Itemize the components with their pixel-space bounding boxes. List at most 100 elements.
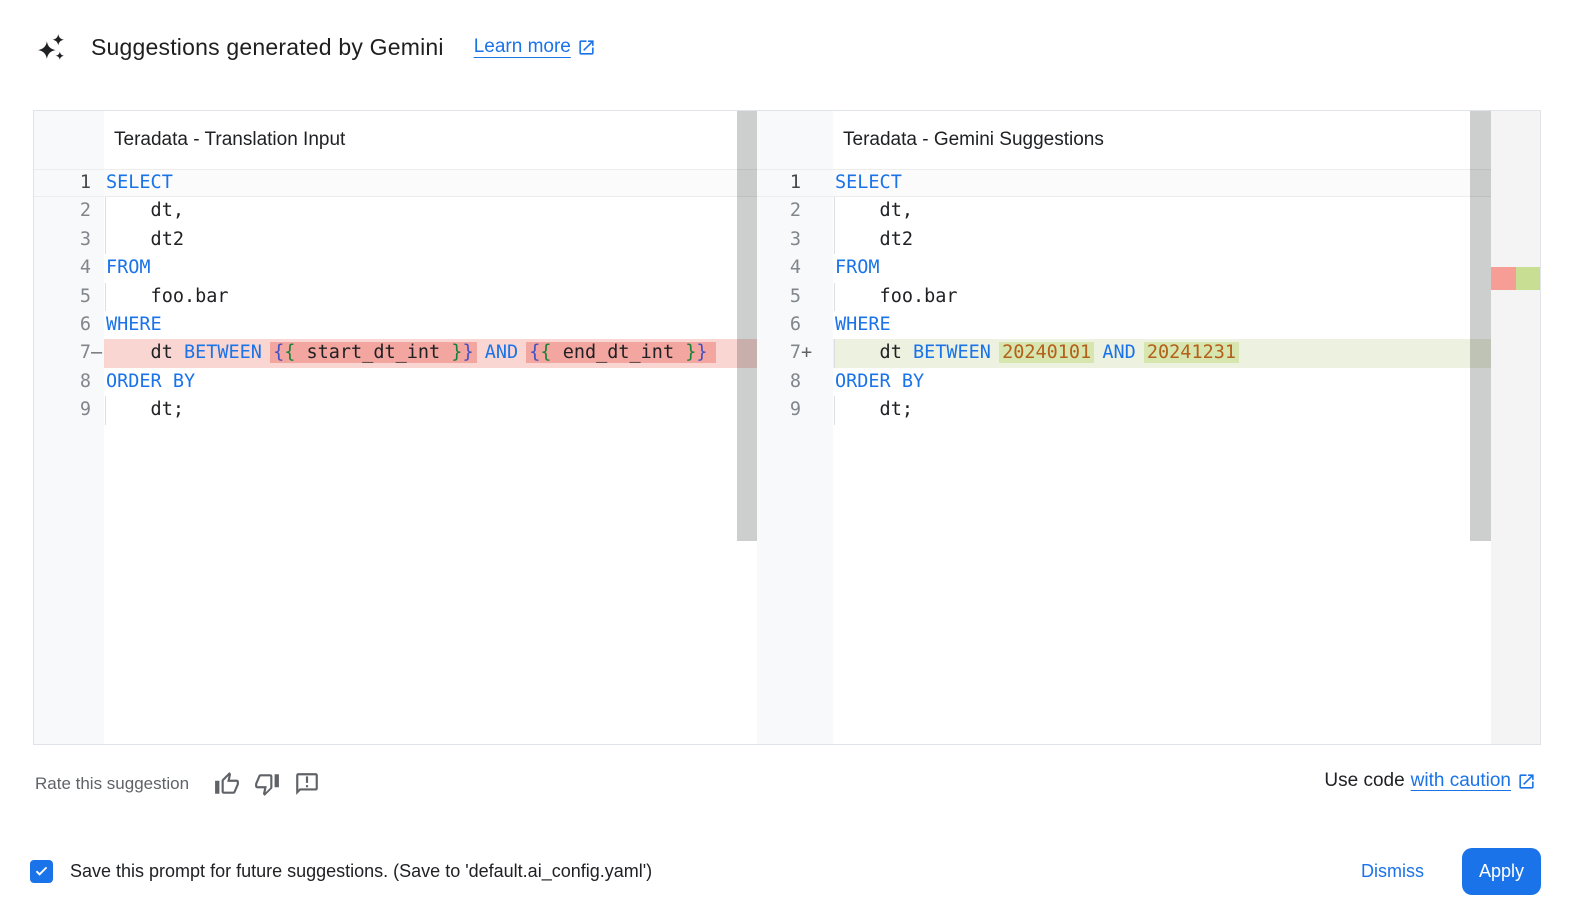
diff-sign — [801, 368, 814, 396]
code-token: } — [685, 342, 697, 364]
line-number: 4 — [789, 257, 801, 279]
apply-button[interactable]: Apply — [1462, 847, 1541, 895]
code-token: start_dt_int — [295, 342, 452, 364]
editor-empty-area — [34, 424, 757, 744]
diff-overview-ruler — [1491, 111, 1540, 744]
gutter: 8 — [757, 367, 833, 397]
diff-sign — [91, 197, 104, 225]
code-text: dt BETWEEN 20240101 AND 20241231 — [833, 339, 1540, 369]
code-token: WHERE — [106, 313, 162, 335]
diff-sign — [801, 283, 814, 311]
code-line: 9 dt; — [757, 396, 1540, 425]
diff-sign — [91, 311, 104, 339]
ruler-removed-marker — [1491, 267, 1516, 290]
line-number: 8 — [789, 370, 801, 392]
code-token: 20240101 — [1002, 342, 1092, 364]
line-number: 1 — [79, 172, 91, 193]
diff-sign — [801, 197, 814, 225]
code-token: dt2 — [835, 228, 913, 250]
diff-word-highlight: 20240101 — [999, 342, 1095, 364]
gutter: 9 — [34, 396, 104, 425]
code-token: ORDER BY — [106, 370, 196, 392]
code-line: 3 dt2 — [34, 225, 757, 255]
code-line: 7+ dt BETWEEN 20240101 AND 20241231 — [757, 339, 1540, 369]
gutter: 5 — [34, 282, 104, 311]
code-line: 4 FROM — [757, 254, 1540, 283]
save-prompt-checkbox[interactable] — [30, 859, 53, 883]
with-caution-link[interactable]: with caution — [1410, 770, 1511, 791]
code-token: FROM — [106, 257, 151, 279]
code-line: 3 dt2 — [757, 225, 1540, 255]
diff-sign — [801, 396, 814, 424]
gutter — [34, 424, 104, 744]
dismiss-button[interactable]: Dismiss — [1355, 860, 1430, 883]
line-number: 7 — [79, 342, 91, 364]
gutter: 7+ — [757, 339, 833, 368]
code-line: 9 dt; — [34, 396, 757, 425]
line-number: 8 — [79, 370, 91, 392]
code-token: BETWEEN — [183, 342, 262, 364]
gutter: 4 — [757, 254, 833, 283]
right-editor-scrollbar[interactable] — [1470, 111, 1491, 541]
learn-more-link[interactable]: Learn more — [474, 36, 596, 58]
line-number: 3 — [789, 228, 801, 250]
line-number: 7 — [789, 342, 801, 364]
line-number: 9 — [789, 399, 801, 421]
checkmark-icon — [35, 866, 48, 876]
gemini-sparkle-icon — [35, 32, 65, 62]
learn-more-label: Learn more — [473, 36, 571, 57]
code-token: { — [529, 342, 541, 364]
code-line: 5 foo.bar — [757, 282, 1540, 312]
left-editor-scrollbar[interactable] — [737, 111, 757, 541]
pane-header: Teradata - Translation Input — [34, 111, 757, 169]
pane-header: Teradata - Gemini Suggestions — [757, 111, 1540, 169]
code-token: } — [696, 342, 708, 364]
code-token — [1091, 342, 1102, 363]
thumb-up-button[interactable] — [213, 770, 241, 798]
diff-sign — [801, 254, 814, 282]
code-token: dt, — [835, 200, 913, 222]
pane-title: Teradata - Translation Input — [104, 111, 757, 169]
code-token: AND — [484, 342, 519, 364]
code-text — [833, 424, 1540, 744]
line-number: 9 — [79, 399, 91, 421]
diff-sign — [801, 169, 814, 197]
feedback-icon — [296, 773, 318, 795]
gutter: 2 — [34, 197, 104, 226]
gutter: 2 — [757, 197, 833, 226]
code-line: 8 ORDER BY — [34, 367, 757, 397]
code-token: SELECT — [835, 172, 902, 193]
code-text: dt BETWEEN {{ start_dt_int }} AND {{ end… — [104, 339, 757, 369]
code-token: dt; — [106, 399, 184, 421]
code-line: 7— dt BETWEEN {{ start_dt_int }} AND {{ … — [34, 339, 757, 369]
line-number: 6 — [789, 313, 801, 335]
diff-word-highlight: {{ start_dt_int }} — [270, 342, 477, 364]
gutter: 5 — [757, 282, 833, 311]
code-line: 2 dt, — [34, 197, 757, 227]
gutter: 4 — [34, 254, 104, 283]
code-text: FROM — [104, 254, 757, 283]
gutter: 7— — [34, 339, 104, 368]
code-token: end_dt_int — [551, 342, 686, 364]
gutter — [757, 424, 833, 744]
code-text: dt; — [104, 396, 757, 425]
code-text: FROM — [833, 254, 1540, 283]
feedback-button[interactable] — [293, 770, 321, 798]
diff-sign — [91, 254, 104, 282]
code-line: 6 WHERE — [757, 310, 1540, 340]
code-token: AND — [1102, 342, 1136, 364]
line-number: 3 — [79, 228, 91, 250]
code-token: BETWEEN — [912, 342, 991, 364]
line-number: 1 — [789, 172, 801, 193]
gutter: 8 — [34, 367, 104, 397]
save-prompt-label: Save this prompt for future suggestions.… — [70, 860, 653, 881]
code-token: WHERE — [835, 313, 891, 335]
code-text: dt, — [104, 197, 757, 227]
thumb-down-button[interactable] — [253, 770, 281, 798]
pane-title: Teradata - Gemini Suggestions — [833, 111, 1540, 169]
code-line: 5 foo.bar — [34, 282, 757, 312]
